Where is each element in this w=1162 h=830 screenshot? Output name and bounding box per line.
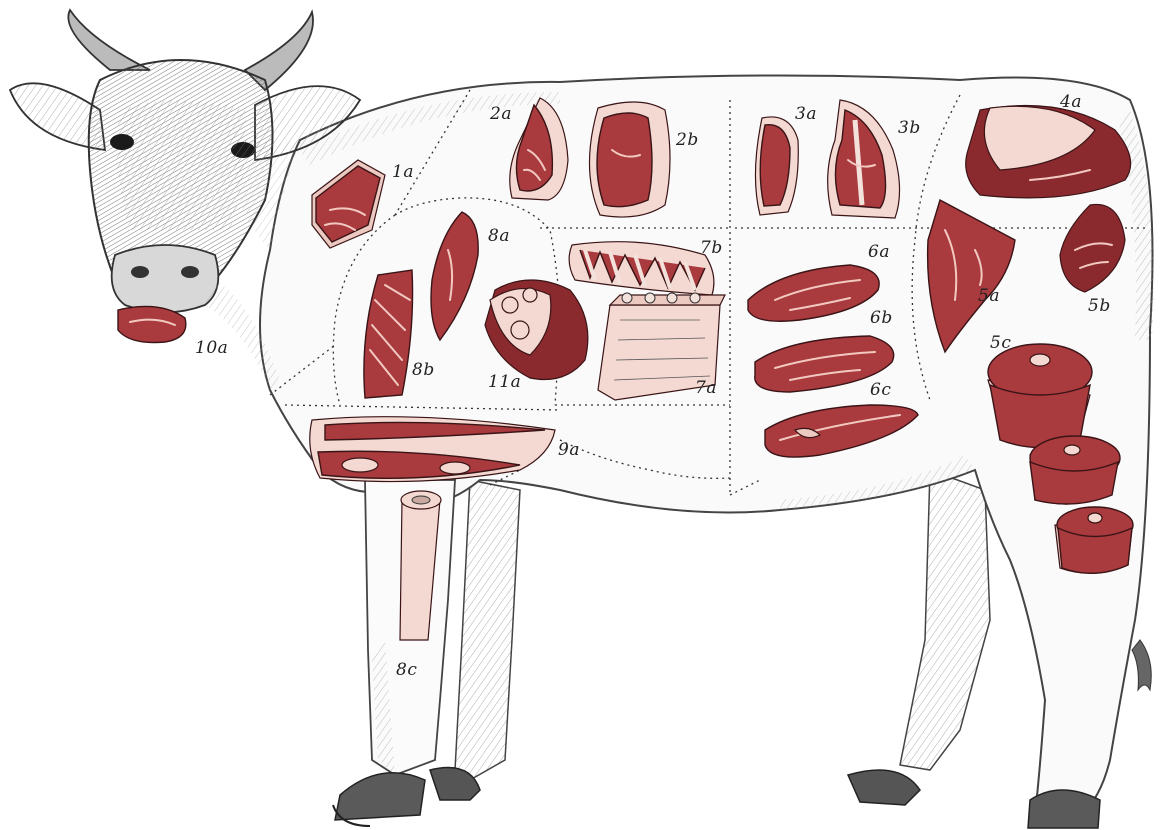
cut-label-11a: 11a xyxy=(488,372,521,392)
cow-far-legs xyxy=(430,470,990,805)
cut-label-5b: 5b xyxy=(1088,296,1111,316)
cut-label-4a: 4a xyxy=(1060,92,1082,112)
cut-label-2a: 2a xyxy=(490,104,512,124)
cut-label-1a: 1a xyxy=(392,162,414,182)
cut-label-9a: 9a xyxy=(558,440,580,460)
cut-label-8c: 8c xyxy=(396,660,417,680)
cut-label-5a: 5a xyxy=(978,286,1000,306)
cut-label-3b: 3b xyxy=(898,118,921,138)
cut-label-5c: 5c xyxy=(990,333,1011,353)
cut-label-6a: 6a xyxy=(868,242,890,262)
cut-10a-image xyxy=(118,306,186,342)
cut-2b-image xyxy=(589,102,670,217)
cut-label-3a: 3a xyxy=(795,104,817,124)
cut-label-6c: 6c xyxy=(870,380,891,400)
cut-label-8a: 8a xyxy=(488,226,510,246)
cut-label-2b: 2b xyxy=(676,130,699,150)
cut-label-10a: 10a xyxy=(195,338,228,358)
cut-label-7b: 7b xyxy=(700,238,723,258)
cut-3a-image xyxy=(755,117,798,215)
cut-label-6b: 6b xyxy=(870,308,893,328)
cut-label-8b: 8b xyxy=(412,360,435,380)
cut-label-7a: 7a xyxy=(695,378,717,398)
